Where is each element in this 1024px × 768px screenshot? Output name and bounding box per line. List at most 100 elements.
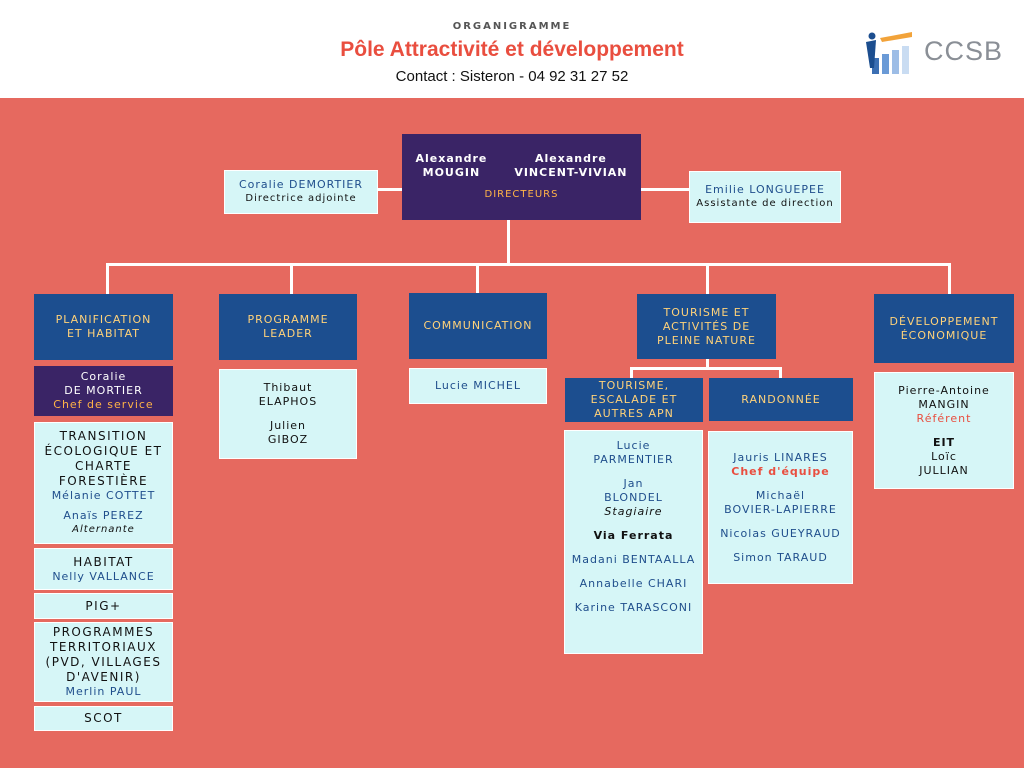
leader-header: PROGRAMME LEADER xyxy=(219,294,357,360)
leader-person-2-last: GIBOZ xyxy=(267,433,309,446)
randonnee-person-1-role: Chef d'équipe xyxy=(731,464,830,478)
planification-chief-box: Coralie DE MORTIER Chef de service xyxy=(34,366,173,416)
director-2-first-name: Alexandre xyxy=(534,152,607,165)
programmes-title-line1: PROGRAMMES xyxy=(52,625,155,639)
eit-title: EIT xyxy=(932,435,956,449)
developpement-person-1-role: Référent xyxy=(916,411,972,425)
habitat-box: HABITAT Nelly VALLANCE xyxy=(34,548,173,590)
developpement-person-1-first: Pierre-Antoine xyxy=(898,383,990,397)
habitat-person-1: Nelly VALLANCE xyxy=(52,569,155,583)
developpement-title-line2: ÉCONOMIQUE xyxy=(900,328,988,342)
escalade-person-2-role: Stagiaire xyxy=(604,505,663,518)
tourisme-title-line2: ACTIVITÉS DE xyxy=(662,319,751,333)
transition-title-line3: CHARTE xyxy=(75,459,132,473)
via-ferrata-person-3: Karine TARASCONI xyxy=(574,601,693,614)
director-2-last-name: VINCENT-VIVIAN xyxy=(514,166,628,179)
communication-person-1: Lucie MICHEL xyxy=(434,379,522,392)
connector-drop-planification xyxy=(106,263,109,295)
via-ferrata-person-1: Madani BENTAALLA xyxy=(571,553,696,566)
assistant-name: Emilie LONGUEPEE xyxy=(705,183,825,196)
developpement-person-2-first: Loïc xyxy=(931,449,957,463)
escalade-header: TOURISME, ESCALADE ET AUTRES APN xyxy=(565,378,703,422)
planification-title-line2: ET HABITAT xyxy=(66,327,140,340)
programmes-title-line3: (PVD, VILLAGES xyxy=(45,655,162,669)
logo-text: CCSB xyxy=(924,36,1004,66)
leader-person-1-last: ELAPHOS xyxy=(258,395,318,408)
connector-drop-escalade xyxy=(630,367,633,379)
communication-staff-box: Lucie MICHEL xyxy=(409,368,547,404)
transition-title-line2: ÉCOLOGIQUE ET xyxy=(44,444,163,458)
escalade-title-line3: AUTRES APN xyxy=(594,407,674,420)
pig-title: PIG+ xyxy=(85,598,122,613)
deputy-box: Coralie DEMORTIER Directrice adjointe xyxy=(224,170,378,214)
randonnee-person-3: Nicolas GUEYRAUD xyxy=(720,526,841,540)
randonnee-person-2-last: BOVIER-LAPIERRE xyxy=(724,502,837,516)
developpement-person-1-last: MANGIN xyxy=(918,397,970,411)
transition-box: TRANSITION ÉCOLOGIQUE ET CHARTE FORESTIÈ… xyxy=(34,422,173,544)
developpement-title-line1: DÉVELOPPEMENT xyxy=(889,314,999,328)
planification-title-line1: PLANIFICATION xyxy=(55,313,152,326)
connector-assistant xyxy=(640,188,690,191)
leader-staff-box: Thibaut ELAPHOS Julien GIBOZ xyxy=(219,369,357,459)
transition-person-2-role: Alternante xyxy=(72,524,135,535)
leader-person-2-first: Julien xyxy=(269,419,307,432)
leader-title-line2: LEADER xyxy=(263,327,313,340)
habitat-title: HABITAT xyxy=(73,554,134,569)
programmes-box: PROGRAMMES TERRITORIAUX (PVD, VILLAGES D… xyxy=(34,622,173,702)
programmes-title-line2: TERRITORIAUX xyxy=(50,640,157,654)
connector-drop-randonnee xyxy=(779,367,782,379)
leader-title-line1: PROGRAMME xyxy=(247,313,329,326)
connector-tourisme-split xyxy=(630,367,782,370)
director-1: Alexandre MOUGIN xyxy=(415,152,487,180)
header-contact: Contact : Sisteron - 04 92 31 27 52 xyxy=(395,68,629,85)
escalade-person-2-first: Jan xyxy=(623,477,644,490)
randonnee-staff-box: Jauris LINARES Chef d'équipe Michaël BOV… xyxy=(708,431,853,584)
page-title: Pôle Attractivité et développement xyxy=(340,38,684,61)
ccsb-logo-icon xyxy=(866,32,912,74)
developpement-person-2-last: JULLIAN xyxy=(919,463,969,477)
connector-drop-tourisme xyxy=(706,263,709,295)
transition-title-line4: FORESTIÈRE xyxy=(58,474,149,488)
pig-box: PIG+ xyxy=(34,593,173,619)
deputy-name: Coralie DEMORTIER xyxy=(238,178,364,191)
planification-header: PLANIFICATION ET HABITAT xyxy=(34,294,173,360)
assistant-role: Assistante de direction xyxy=(696,198,834,209)
communication-title: COMMUNICATION xyxy=(423,319,533,332)
communication-header: COMMUNICATION xyxy=(409,293,547,359)
director-1-last-name: MOUGIN xyxy=(422,166,481,179)
transition-person-2: Anaïs PEREZ xyxy=(63,509,144,522)
director-2: Alexandre VINCENT-VIVIAN xyxy=(514,152,627,180)
escalade-title-line2: ESCALADE ET xyxy=(590,393,678,406)
tourisme-header: TOURISME ET ACTIVITÉS DE PLEINE NATURE xyxy=(637,294,776,359)
director-1-first-name: Alexandre xyxy=(415,152,488,165)
leader-person-1-first: Thibaut xyxy=(263,381,313,394)
connector-drop-communication xyxy=(476,263,479,293)
escalade-person-1-first: Lucie xyxy=(616,439,651,452)
programmes-title-line4: D'AVENIR) xyxy=(66,670,141,684)
randonnee-person-1: Jauris LINARES xyxy=(733,450,828,464)
chief-first-name: Coralie xyxy=(80,370,127,383)
scot-title: SCOT xyxy=(84,711,123,725)
connector-directors-down xyxy=(507,219,510,265)
directors-box: Alexandre MOUGIN Alexandre VINCENT-VIVIA… xyxy=(402,134,641,220)
header-bar: ORGANIGRAMME Pôle Attractivité et dévelo… xyxy=(0,0,1024,98)
connector-drop-leader xyxy=(290,263,293,295)
randonnee-person-4: Simon TARAUD xyxy=(733,550,828,564)
tourisme-title-line3: PLEINE NATURE xyxy=(657,333,756,347)
transition-person-1: Mélanie COTTET xyxy=(51,489,156,502)
connector-deputy xyxy=(378,188,402,191)
escalade-staff-box: Lucie PARMENTIER Jan BLONDEL Stagiaire V… xyxy=(564,430,703,654)
escalade-title-line1: TOURISME, xyxy=(598,379,670,392)
developpement-staff-box: Pierre-Antoine MANGIN Référent EIT Loïc … xyxy=(874,372,1014,489)
escalade-person-1-last: PARMENTIER xyxy=(593,453,674,466)
assistant-box: Emilie LONGUEPEE Assistante de direction xyxy=(689,171,841,223)
connector-horizontal-main xyxy=(106,263,951,266)
chief-role: Chef de service xyxy=(53,398,154,411)
via-ferrata-person-2: Annabelle CHARI xyxy=(579,577,688,590)
connector-drop-developpement xyxy=(948,263,951,295)
header-subtitle: ORGANIGRAMME xyxy=(452,21,572,32)
scot-box: SCOT xyxy=(34,706,173,731)
developpement-header: DÉVELOPPEMENT ÉCONOMIQUE xyxy=(874,294,1014,363)
deputy-role: Directrice adjointe xyxy=(245,193,357,204)
transition-title-line1: TRANSITION xyxy=(59,429,148,443)
